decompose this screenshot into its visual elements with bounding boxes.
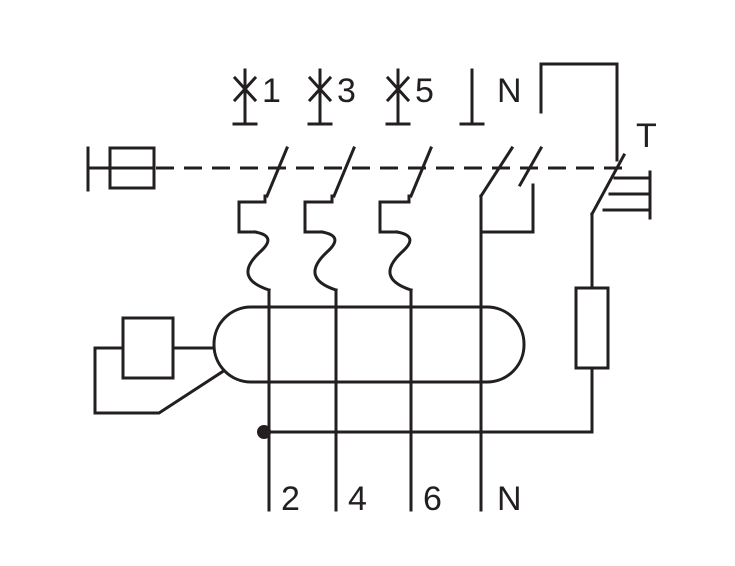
test-resistor xyxy=(267,212,610,434)
output-terminal-label-2: 2 xyxy=(281,480,300,518)
trip-actuator xyxy=(86,146,156,192)
terminal-n-symbol xyxy=(459,68,485,126)
output-terminal-label-4: 4 xyxy=(348,480,367,518)
junction-dot xyxy=(257,425,271,439)
terminal-1-symbol xyxy=(232,68,258,126)
relay-coil xyxy=(93,316,225,415)
switch-contacts xyxy=(265,145,515,199)
conductors xyxy=(267,194,483,512)
output-terminal-label-n: N xyxy=(497,480,522,518)
trip-element-l2 xyxy=(303,194,338,292)
trip-element-l3 xyxy=(378,194,413,292)
input-terminal-label-n: N xyxy=(497,72,522,110)
trip-element-l1 xyxy=(237,194,271,292)
output-terminal-label-6: 6 xyxy=(423,480,442,518)
input-terminal-label-5: 5 xyxy=(415,72,434,110)
terminal-5-symbol xyxy=(385,68,411,126)
current-transformer-core xyxy=(212,305,526,384)
test-button-switch xyxy=(589,152,652,220)
test-button-label: T xyxy=(636,117,657,155)
input-terminal-label-3: 3 xyxy=(337,72,356,110)
terminal-3-symbol xyxy=(307,68,333,126)
input-terminal-label-1: 1 xyxy=(262,72,281,110)
